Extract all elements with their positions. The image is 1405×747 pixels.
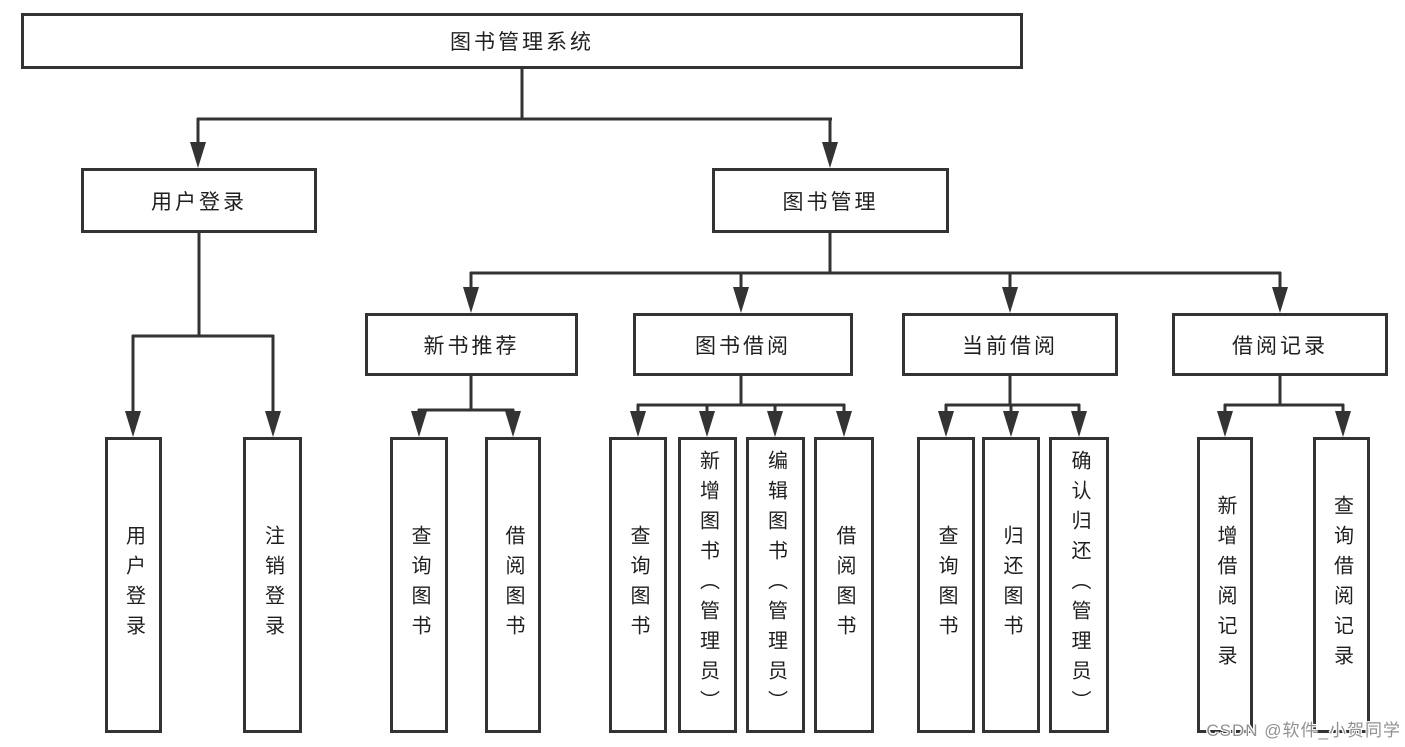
leaf-recommend-query-books: 查询图书 [390, 437, 448, 733]
leaf-recommend-borrow-books: 借阅图书 [485, 437, 541, 733]
node-book-management: 图书管理 [712, 168, 949, 233]
leaf-borrow-borrow-books-label: 借阅图书 [833, 525, 855, 645]
leaf-current-return-books: 归还图书 [982, 437, 1040, 733]
leaf-borrow-query-books: 查询图书 [609, 437, 667, 733]
csdn-watermark: CSDN @软件_小贺同学 [1206, 721, 1401, 740]
leaf-records-query-record-label: 查询借阅记录 [1330, 495, 1353, 675]
node-new-book-recommend-label: 新书推荐 [423, 334, 520, 358]
leaf-logout: 注销登录 [243, 437, 302, 733]
leaf-current-confirm-return-admin: 确认归还（管理员） [1049, 437, 1109, 733]
node-new-book-recommend: 新书推荐 [365, 313, 578, 376]
leaf-records-add-record-label: 新增借阅记录 [1214, 495, 1236, 675]
leaf-borrow-query-books-label: 查询图书 [627, 525, 649, 645]
leaf-current-confirm-return-admin-label: 确认归还（管理员） [1068, 450, 1090, 720]
leaf-borrow-add-books-admin: 新增图书（管理员） [678, 437, 737, 733]
leaf-recommend-borrow-books-label: 借阅图书 [502, 525, 524, 645]
node-book-borrow: 图书借阅 [633, 313, 853, 376]
leaf-current-query-books: 查询图书 [917, 437, 975, 733]
node-borrow-records-label: 借阅记录 [1232, 334, 1328, 358]
leaf-current-return-books-label: 归还图书 [1000, 525, 1022, 645]
leaf-borrow-add-books-admin-label: 新增图书（管理员） [696, 450, 719, 720]
node-book-borrow-label: 图书借阅 [695, 334, 791, 358]
node-user-login-label: 用户登录 [151, 190, 247, 214]
leaf-records-query-record: 查询借阅记录 [1313, 437, 1370, 733]
leaf-borrow-borrow-books: 借阅图书 [814, 437, 874, 733]
leaf-borrow-edit-books-admin-label: 编辑图书（管理员） [764, 450, 787, 720]
leaf-records-add-record: 新增借阅记录 [1197, 437, 1253, 733]
leaf-user-login: 用户登录 [105, 437, 162, 733]
node-current-borrow: 当前借阅 [902, 313, 1118, 376]
leaf-borrow-edit-books-admin: 编辑图书（管理员） [746, 437, 805, 733]
node-book-management-label: 图书管理 [782, 190, 879, 214]
node-user-login: 用户登录 [81, 168, 317, 233]
leaf-current-query-books-label: 查询图书 [935, 525, 957, 645]
leaf-user-login-label: 用户登录 [122, 525, 145, 645]
leaf-recommend-query-books-label: 查询图书 [408, 525, 430, 645]
node-borrow-records: 借阅记录 [1172, 313, 1388, 376]
node-current-borrow-label: 当前借阅 [962, 334, 1058, 358]
node-root-label: 图书管理系统 [450, 31, 594, 54]
node-root: 图书管理系统 [21, 13, 1023, 69]
leaf-logout-label: 注销登录 [261, 525, 284, 645]
